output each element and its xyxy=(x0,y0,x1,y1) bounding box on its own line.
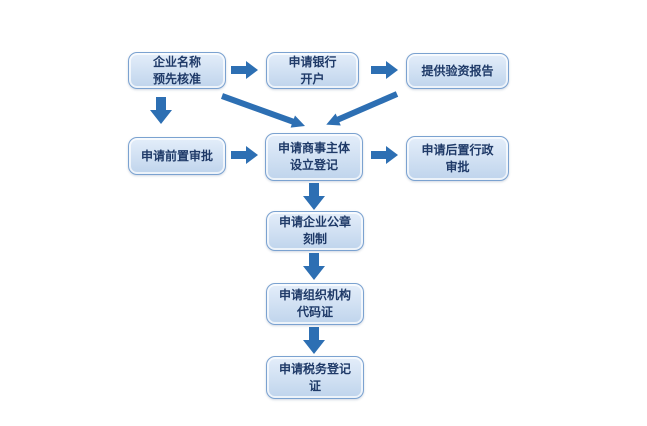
node-business-entity-registration: 申请商事主体 设立登记 xyxy=(265,133,363,181)
node-label: 提供验资报告 xyxy=(421,63,494,78)
node-label: 企业名称 预先核准 xyxy=(152,54,201,86)
node-label: 申请税务登记 证 xyxy=(278,361,351,393)
arrow-down-icon xyxy=(303,183,325,210)
arrow-down-icon xyxy=(150,97,172,124)
node-organization-code-certificate: 申请组织机构 代码证 xyxy=(266,283,364,325)
node-post-administrative-approval: 申请后置行政 审批 xyxy=(406,136,509,181)
node-company-name-preapproval: 企业名称 预先核准 xyxy=(128,52,226,89)
diagonal-arrows-layer xyxy=(220,91,399,128)
node-capital-verification-report: 提供验资报告 xyxy=(406,53,509,89)
arrow-right-icon xyxy=(231,61,258,79)
node-company-seal-engraving: 申请企业公章 刻制 xyxy=(266,211,364,251)
node-label: 申请银行 开户 xyxy=(288,54,337,86)
arrow-right-icon xyxy=(371,61,398,79)
node-label: 申请企业公章 刻制 xyxy=(278,215,351,246)
node-label: 申请组织机构 代码证 xyxy=(278,288,351,319)
arrow-down-icon xyxy=(303,327,325,354)
node-label: 申请后置行政 审批 xyxy=(421,142,494,174)
node-label: 申请商事主体 设立登记 xyxy=(277,141,350,172)
arrow-down-icon xyxy=(303,253,325,280)
arrow-diagonal-right-icon xyxy=(220,93,306,128)
arrow-right-icon xyxy=(371,146,398,164)
node-label: 申请前置审批 xyxy=(140,148,213,163)
node-tax-registration-certificate: 申请税务登记 证 xyxy=(266,356,364,399)
node-bank-account-application: 申请银行 开户 xyxy=(266,52,359,89)
node-pre-approval-application: 申请前置审批 xyxy=(128,137,226,175)
arrow-right-icon xyxy=(231,146,258,164)
arrow-diagonal-left-icon xyxy=(326,91,399,126)
